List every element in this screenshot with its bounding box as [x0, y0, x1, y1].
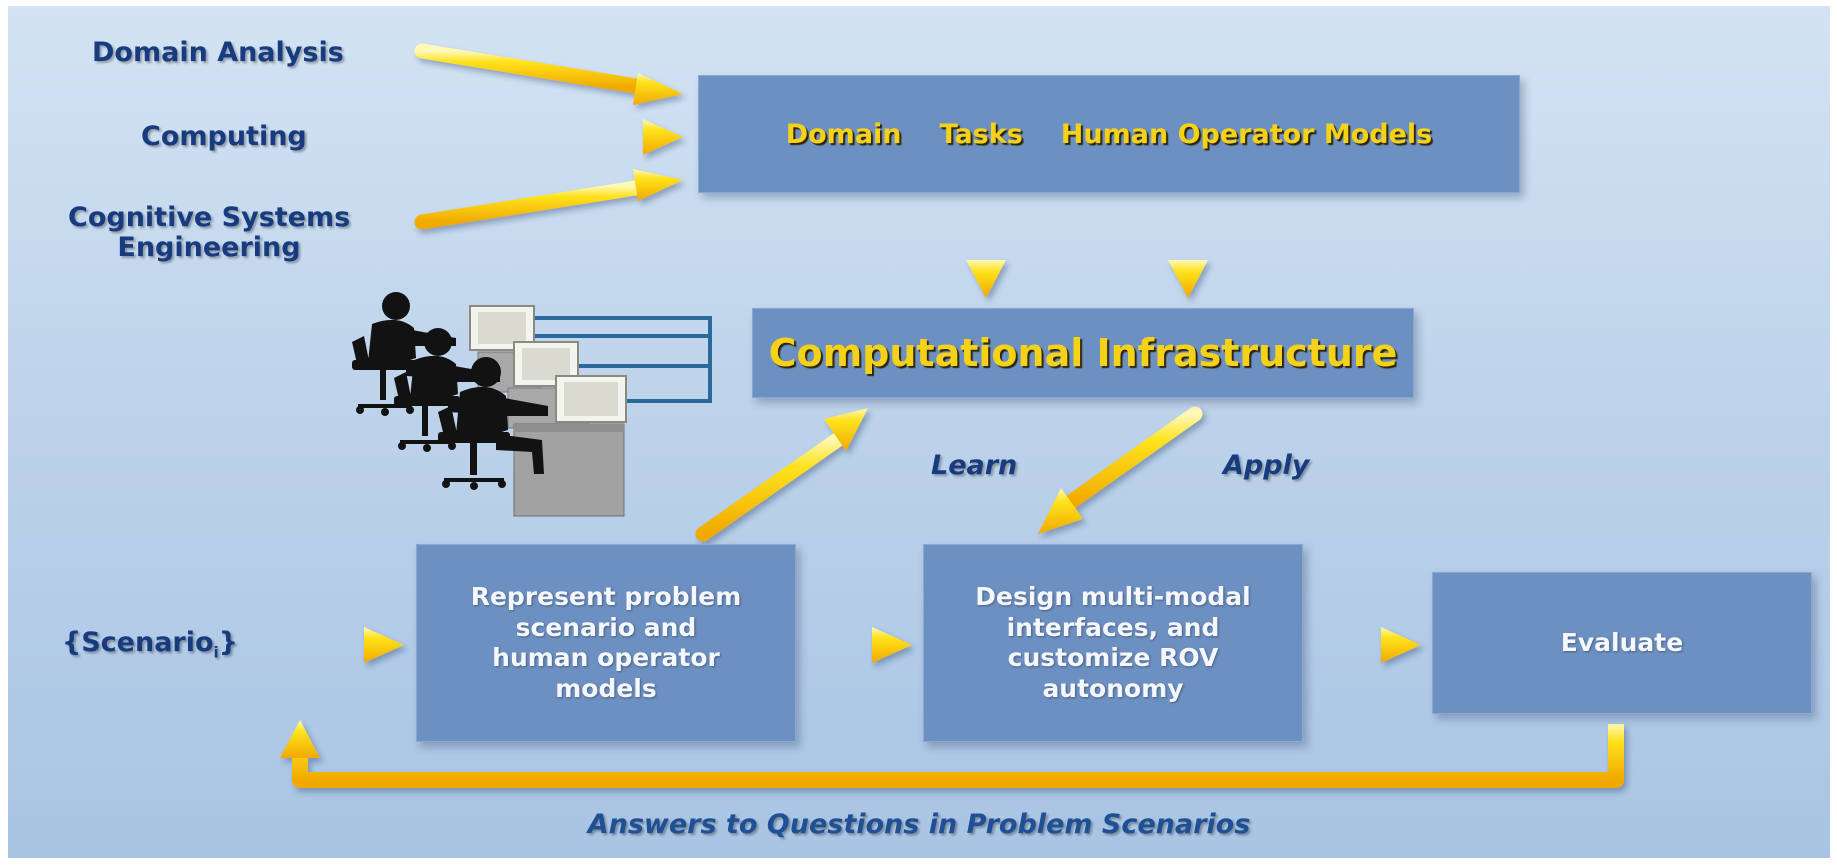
design-line-2: interfaces, and: [1006, 612, 1220, 642]
arrow-domain-analysis-to-models: [414, 43, 683, 105]
models-box-domain: Domain: [785, 118, 902, 150]
scenario-subscript: i: [213, 643, 219, 662]
represent-line-2: scenario and: [515, 612, 697, 642]
models-box-tasks: Tasks: [939, 118, 1023, 150]
label-cognitive-line-1: Cognitive Systems: [68, 202, 351, 233]
design-line-3: customize ROV: [1007, 643, 1219, 672]
design-line-1: Design multi-modal: [975, 582, 1251, 611]
represent-box: Represent problem scenario and human ope…: [416, 544, 796, 742]
arrow-cognitive-to-models: [414, 169, 683, 230]
evaluate-box: Evaluate: [1432, 572, 1812, 714]
feedback-loop-arrow: [280, 720, 1624, 788]
label-learn: Learn: [931, 450, 1018, 481]
computational-infrastructure-box: Computational Infrastructure: [752, 308, 1414, 398]
workstation-front: [513, 375, 627, 517]
arrow-models-to-infrastructure-right: [1168, 213, 1208, 298]
label-scenario: {Scenarioi}: [62, 627, 238, 662]
design-line-4: autonomy: [1042, 673, 1184, 703]
arrow-scenario-to-represent: [264, 627, 404, 663]
arrow-computing-to-models: [347, 119, 683, 155]
evaluate-label: Evaluate: [1560, 627, 1684, 657]
operators-at-workstations-icon: [352, 292, 712, 517]
arrow-apply-to-design: [1038, 406, 1203, 534]
label-apply: Apply: [1223, 450, 1310, 481]
label-cognitive-line-2: Engineering: [117, 232, 301, 264]
operator-silhouette: [438, 357, 548, 490]
models-box-human-operator-models: Human Operator Models: [1060, 118, 1433, 150]
label-feedback: Answers to Questions in Problem Scenario…: [587, 809, 1251, 840]
scenario-close: }: [218, 627, 238, 658]
scenario-open: {Scenario: [62, 627, 214, 658]
computational-infrastructure-label: Computational Infrastructure: [768, 331, 1398, 375]
arrow-models-to-infrastructure-left: [966, 213, 1006, 298]
arrow-represent-to-design: [772, 627, 912, 663]
represent-line-4: models: [555, 673, 657, 703]
label-cognitive-systems-engineering: Cognitive Systems Engineering: [68, 202, 351, 264]
arrow-design-to-evaluate: [1281, 627, 1421, 663]
diagram-graphics: [264, 43, 1624, 788]
label-computing: Computing: [141, 121, 307, 152]
design-box: Design multi-modal interfaces, and custo…: [923, 544, 1303, 742]
arrow-learn-to-infrastructure: [695, 408, 868, 542]
represent-line-3: human operator: [492, 643, 720, 672]
models-box: Domain Tasks Human Operator Models: [698, 75, 1520, 193]
diagram-canvas: Domain Analysis Computing Cognitive Syst…: [8, 6, 1830, 858]
represent-line-1: Represent problem: [470, 582, 742, 611]
label-domain-analysis: Domain Analysis: [92, 37, 344, 68]
